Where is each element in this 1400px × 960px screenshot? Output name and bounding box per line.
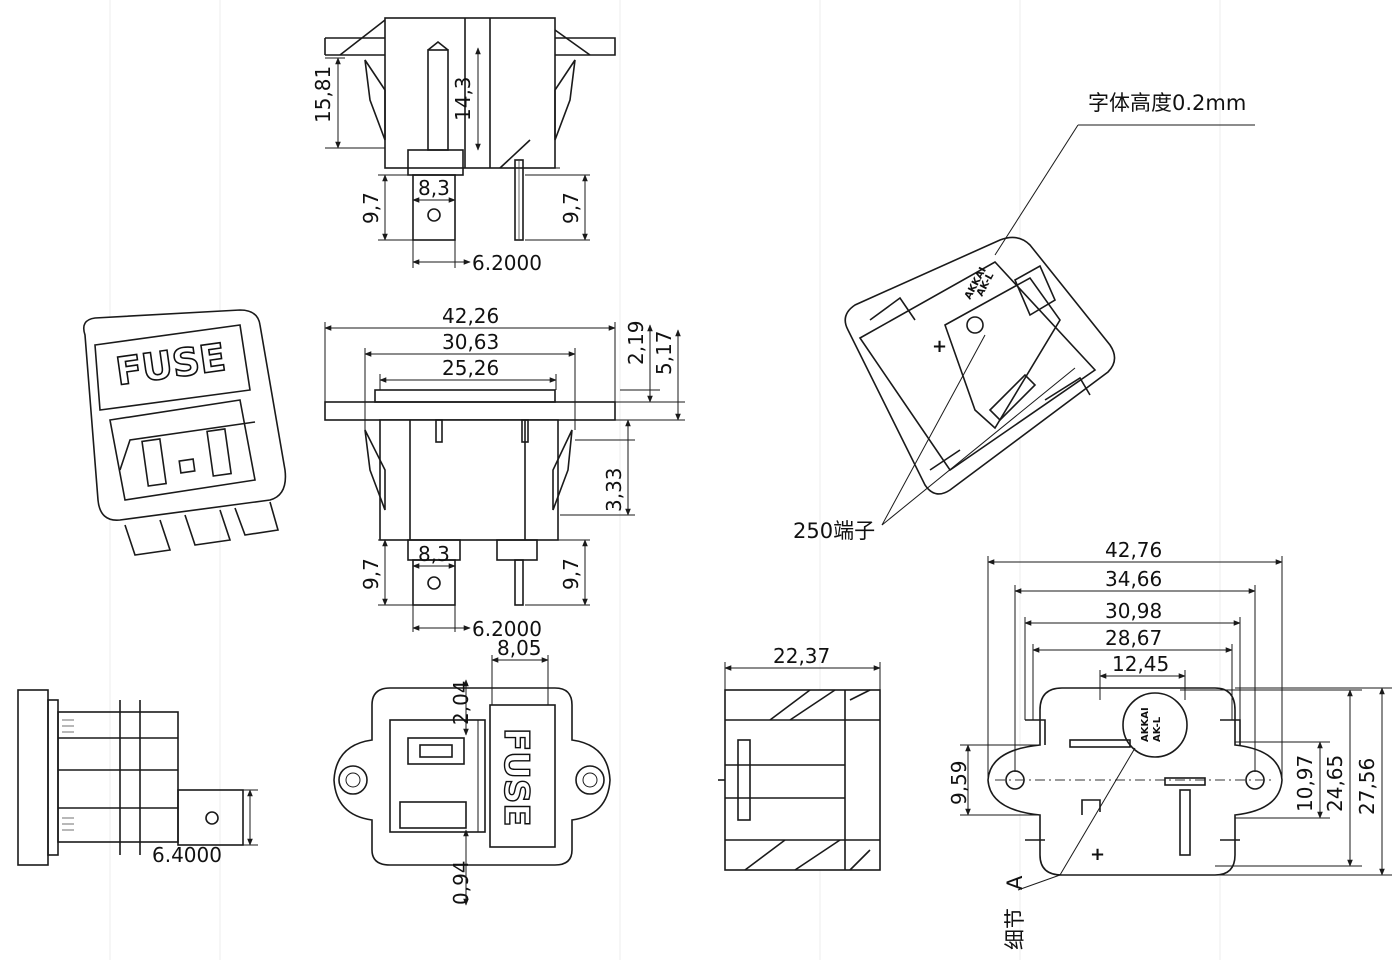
dim-front-w2: 30,63	[442, 330, 499, 354]
dim-bottom-h2: 0,94	[449, 860, 473, 905]
top-section-view: 15,81 14,3 9,7 8,3 9,7 6.2000	[311, 17, 616, 275]
note-terminal-250: 250端子	[793, 519, 875, 543]
plan-plus-symbol: +	[1090, 844, 1105, 865]
dim-plan-h3: 24,65	[1323, 755, 1347, 812]
dim-front-h1: 2,19	[624, 320, 648, 365]
dim-front-w1: 42,26	[442, 304, 499, 328]
dim-front-tab-width: 6.2000	[472, 617, 542, 641]
dim-plan-w2: 34,66	[1105, 567, 1162, 591]
dim-front-w3: 25,26	[442, 356, 499, 380]
background-grid	[109, 0, 1221, 960]
dim-depth: 22,37	[773, 644, 830, 668]
dim-top-height-outer: 15,81	[311, 66, 335, 123]
dim-front-h3: 3,33	[602, 467, 626, 512]
dim-plan-h1: 9,59	[947, 760, 971, 805]
dim-plan-w5: 12,45	[1112, 652, 1169, 676]
dim-top-height-inner: 14,3	[451, 76, 475, 121]
dim-front-pin-right: 9,7	[559, 558, 583, 590]
dim-plan-h2: 10,97	[1293, 755, 1317, 812]
side-view: 6.4000	[17, 689, 258, 867]
dim-top-pin-right: 9,7	[559, 192, 583, 224]
dim-plan-h4: 27,56	[1355, 758, 1379, 815]
dim-side-tab: 6.4000	[152, 843, 222, 867]
plan-view: AKKAI AK-L + A 细节 42,76 34,66 30,98 28,6…	[947, 538, 1392, 950]
detail-letter: A	[1003, 875, 1027, 890]
dim-plan-w3: 30,98	[1105, 599, 1162, 623]
detail-label: 细节	[1003, 908, 1027, 950]
dim-top-pin-left: 9,7	[359, 192, 383, 224]
dim-front-pin-left: 9,7	[359, 558, 383, 590]
note-font-height: 字体高度0.2mm	[1088, 91, 1246, 115]
dim-front-pin-width: 8,3	[418, 542, 450, 566]
iso-plus-symbol: +	[932, 336, 947, 357]
front-view: 42,26 30,63 25,26 2,19 5,17 3,33 9,7 8,3…	[324, 304, 685, 641]
plan-marking-2: AK-L	[1152, 716, 1163, 742]
plan-marking: AKKAI	[1140, 707, 1151, 742]
dim-plan-w1: 42,76	[1105, 538, 1162, 562]
dim-plan-w4: 28,67	[1105, 626, 1162, 650]
iso-rear-view: + AKKAI AK-L 字体高度0.2mm 250端子	[793, 91, 1255, 543]
iso-fuse-view: FUSE	[82, 309, 287, 556]
dim-top-pin-width: 8,3	[418, 176, 450, 200]
bottom-fuse-label: FUSE	[496, 728, 536, 827]
dim-bottom-w: 8,05	[497, 636, 542, 660]
dim-top-tab-width: 6.2000	[472, 251, 542, 275]
dim-front-h2: 5,17	[652, 330, 676, 375]
dim-bottom-h1: 2,04	[449, 680, 473, 725]
bottom-view: FUSE 8,05 2,04 0,94	[333, 636, 611, 906]
depth-view: 22,37	[718, 644, 881, 871]
